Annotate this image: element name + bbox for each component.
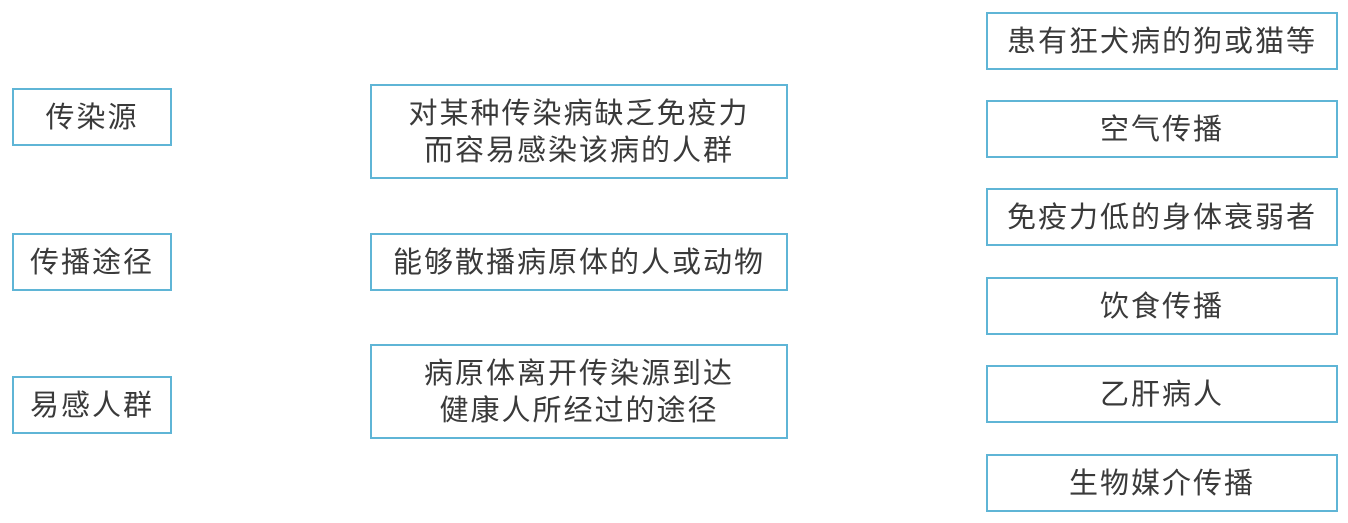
example-label: 生物媒介传播 xyxy=(1068,465,1255,500)
example-label: 空气传播 xyxy=(1099,111,1224,146)
definition-line: 病原体离开传染源到达 xyxy=(423,356,734,391)
definition-line: 能够散播病原体的人或动物 xyxy=(392,244,765,279)
concept-label: 传播途径 xyxy=(29,244,154,279)
concept-label: 传染源 xyxy=(45,99,139,134)
example-box-weak-immunity: 免疫力低的身体衰弱者 xyxy=(986,188,1338,246)
concept-label: 易感人群 xyxy=(29,387,154,422)
definition-box-source: 能够散播病原体的人或动物 xyxy=(370,233,788,291)
example-box-hepatitis-b-patient: 乙肝病人 xyxy=(986,365,1338,423)
example-label: 免疫力低的身体衰弱者 xyxy=(1006,199,1317,234)
definition-line: 而容易感染该病的人群 xyxy=(423,132,734,167)
example-label: 患有狂犬病的狗或猫等 xyxy=(1006,23,1317,58)
example-label: 饮食传播 xyxy=(1099,288,1224,323)
definition-box-susceptible: 对某种传染病缺乏免疫力 而容易感染该病的人群 xyxy=(370,84,788,179)
definition-line: 健康人所经过的途径 xyxy=(439,392,719,427)
concept-box-infection-source: 传染源 xyxy=(12,88,172,146)
example-box-food-borne: 饮食传播 xyxy=(986,277,1338,335)
example-label: 乙肝病人 xyxy=(1099,376,1224,411)
example-box-rabid-animals: 患有狂犬病的狗或猫等 xyxy=(986,12,1338,70)
example-box-airborne: 空气传播 xyxy=(986,100,1338,158)
concept-box-transmission-route: 传播途径 xyxy=(12,233,172,291)
definition-line: 对某种传染病缺乏免疫力 xyxy=(408,96,750,131)
concept-box-susceptible-population: 易感人群 xyxy=(12,376,172,434)
definition-box-route: 病原体离开传染源到达 健康人所经过的途径 xyxy=(370,344,788,439)
example-box-vector-borne: 生物媒介传播 xyxy=(986,454,1338,512)
